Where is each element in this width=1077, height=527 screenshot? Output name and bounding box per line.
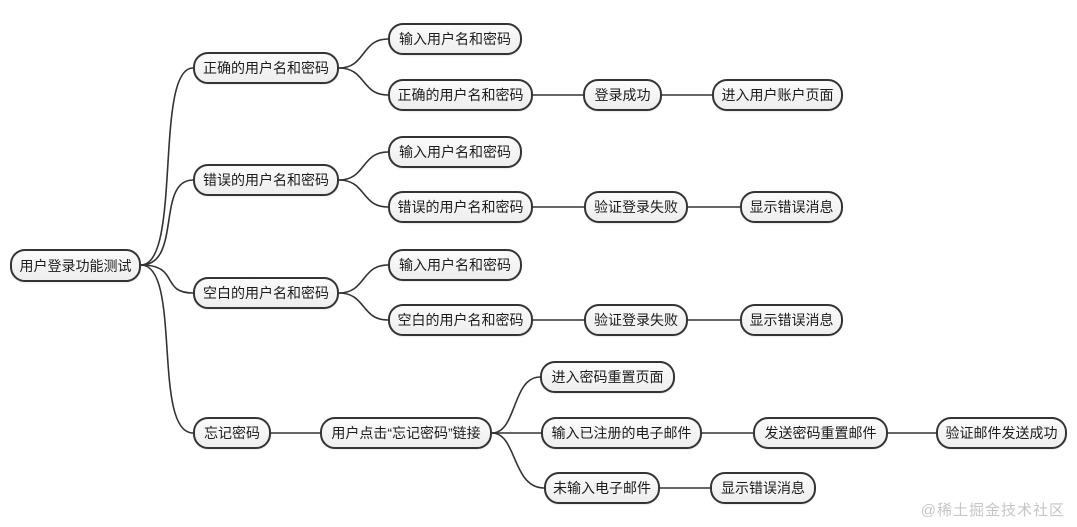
node-correct-branch: 正确的用户名和密码 — [193, 52, 339, 84]
node-login-success: 登录成功 — [583, 79, 662, 111]
edge-root-blank-branch — [140, 264, 194, 294]
node-correct-input: 输入用户名和密码 — [388, 23, 522, 55]
watermark: @稀土掘金技术社区 — [920, 502, 1065, 519]
node-reset-page: 进入密码重置页面 — [540, 361, 675, 393]
node-no-email: 未输入电子邮件 — [544, 472, 660, 504]
node-wrong-verify: 验证登录失败 — [584, 191, 688, 223]
edge-click-reset-page — [491, 376, 541, 434]
node-verify-sent: 验证邮件发送成功 — [936, 417, 1067, 449]
node-blank-verify: 验证登录失败 — [584, 304, 688, 336]
edge-root-forgot-branch — [140, 264, 194, 434]
node-wrong-branch: 错误的用户名和密码 — [193, 164, 339, 196]
node-send-email: 发送密码重置邮件 — [753, 417, 888, 449]
node-blank-input: 输入用户名和密码 — [388, 249, 522, 281]
edge-root-wrong-branch — [140, 179, 194, 266]
edge-click-no-email — [491, 432, 545, 489]
node-wrong-error: 显示错误消息 — [740, 191, 843, 223]
edge-correct-branch-input — [338, 38, 389, 69]
edge-wrong-branch-input — [338, 151, 389, 181]
node-blank-branch: 空白的用户名和密码 — [193, 277, 339, 309]
node-forgot-click: 用户点击“忘记密码”链接 — [320, 417, 492, 449]
edge-correct-branch-case — [338, 67, 389, 96]
node-blank-error: 显示错误消息 — [740, 304, 843, 336]
node-registered-email: 输入已注册的电子邮件 — [541, 417, 702, 449]
edge-blank-branch-input — [338, 264, 389, 294]
node-correct-case: 正确的用户名和密码 — [388, 79, 533, 111]
node-wrong-input: 输入用户名和密码 — [388, 136, 522, 168]
node-no-email-error: 显示错误消息 — [710, 472, 816, 504]
node-wrong-case: 错误的用户名和密码 — [388, 191, 533, 223]
edge-root-correct-branch — [140, 67, 194, 266]
edge-blank-branch-case — [338, 292, 389, 321]
node-forgot-branch: 忘记密码 — [193, 417, 271, 449]
node-account-page: 进入用户账户页面 — [712, 79, 843, 111]
node-root: 用户登录功能测试 — [10, 249, 141, 282]
edge-wrong-branch-case — [338, 179, 389, 208]
node-blank-case: 空白的用户名和密码 — [388, 304, 533, 336]
